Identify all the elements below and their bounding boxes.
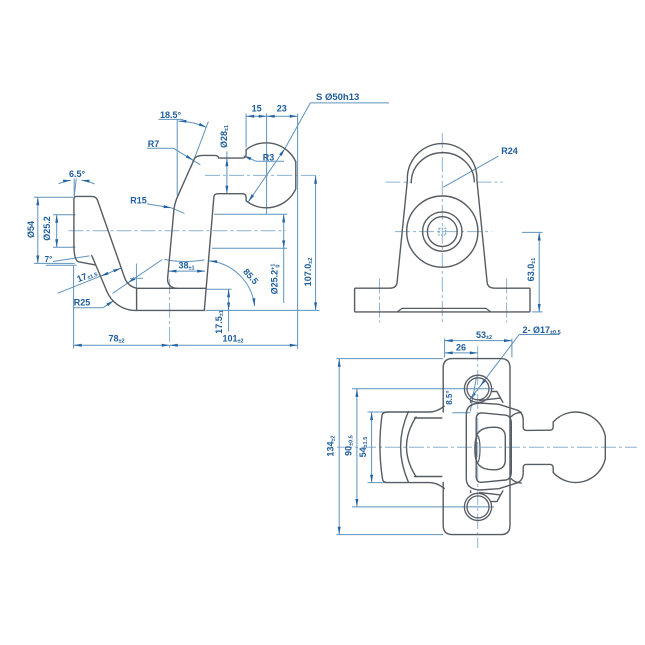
svg-text:38±1: 38±1	[178, 261, 194, 272]
svg-text:134±2: 134±2	[326, 435, 337, 456]
svg-text:63.0±1: 63.0±1	[526, 258, 537, 282]
svg-text:R24: R24	[501, 146, 518, 156]
svg-text:S Ø50h13: S Ø50h13	[316, 92, 359, 103]
svg-text:15: 15	[252, 104, 262, 114]
svg-text:101±2: 101±2	[222, 334, 243, 345]
svg-text:8.5°: 8.5°	[445, 390, 454, 404]
svg-text:2- Ø17±0.5: 2- Ø17±0.5	[523, 325, 561, 336]
svg-text:26: 26	[456, 343, 466, 353]
svg-text:Ø25.2+10: Ø25.2+10	[270, 264, 282, 295]
svg-text:7°: 7°	[45, 255, 53, 264]
svg-text:R25: R25	[74, 298, 91, 308]
svg-text:Ø54: Ø54	[26, 221, 36, 238]
svg-text:Ø28±1: Ø28±1	[219, 125, 230, 148]
svg-text:R15: R15	[130, 196, 147, 206]
svg-text:107.0±2: 107.0±2	[303, 258, 314, 287]
svg-text:78±2: 78±2	[108, 334, 124, 345]
svg-text:Ø25.2: Ø25.2	[42, 216, 52, 241]
svg-text:6.5°: 6.5°	[69, 169, 86, 179]
svg-text:17.5±1: 17.5±1	[214, 310, 225, 334]
svg-text:23: 23	[277, 104, 287, 114]
svg-text:54±1.5: 54±1.5	[358, 437, 369, 458]
svg-text:R7: R7	[148, 139, 160, 149]
svg-text:18.5°: 18.5°	[160, 110, 182, 120]
svg-text:R3: R3	[263, 153, 275, 163]
svg-text:53±2: 53±2	[476, 330, 492, 341]
svg-text:90±0.5: 90±0.5	[343, 435, 354, 456]
